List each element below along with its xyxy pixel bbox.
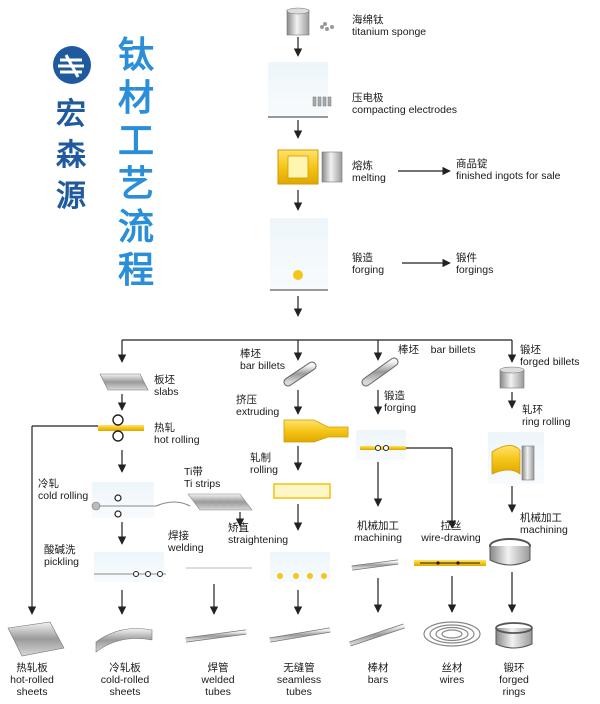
wire-coil-image <box>423 621 481 647</box>
slab-image <box>99 373 149 391</box>
extrusion-image <box>283 419 349 443</box>
page-title: 钛材工艺流程 <box>118 35 155 291</box>
node-bar-billets-2: 棒坯 bar billets <box>398 344 476 356</box>
brand-name: 宏森源 <box>56 97 86 214</box>
brand-logo <box>53 46 91 84</box>
hot-rolled-sheet-image <box>7 621 65 657</box>
ti-strip-image <box>187 493 253 511</box>
